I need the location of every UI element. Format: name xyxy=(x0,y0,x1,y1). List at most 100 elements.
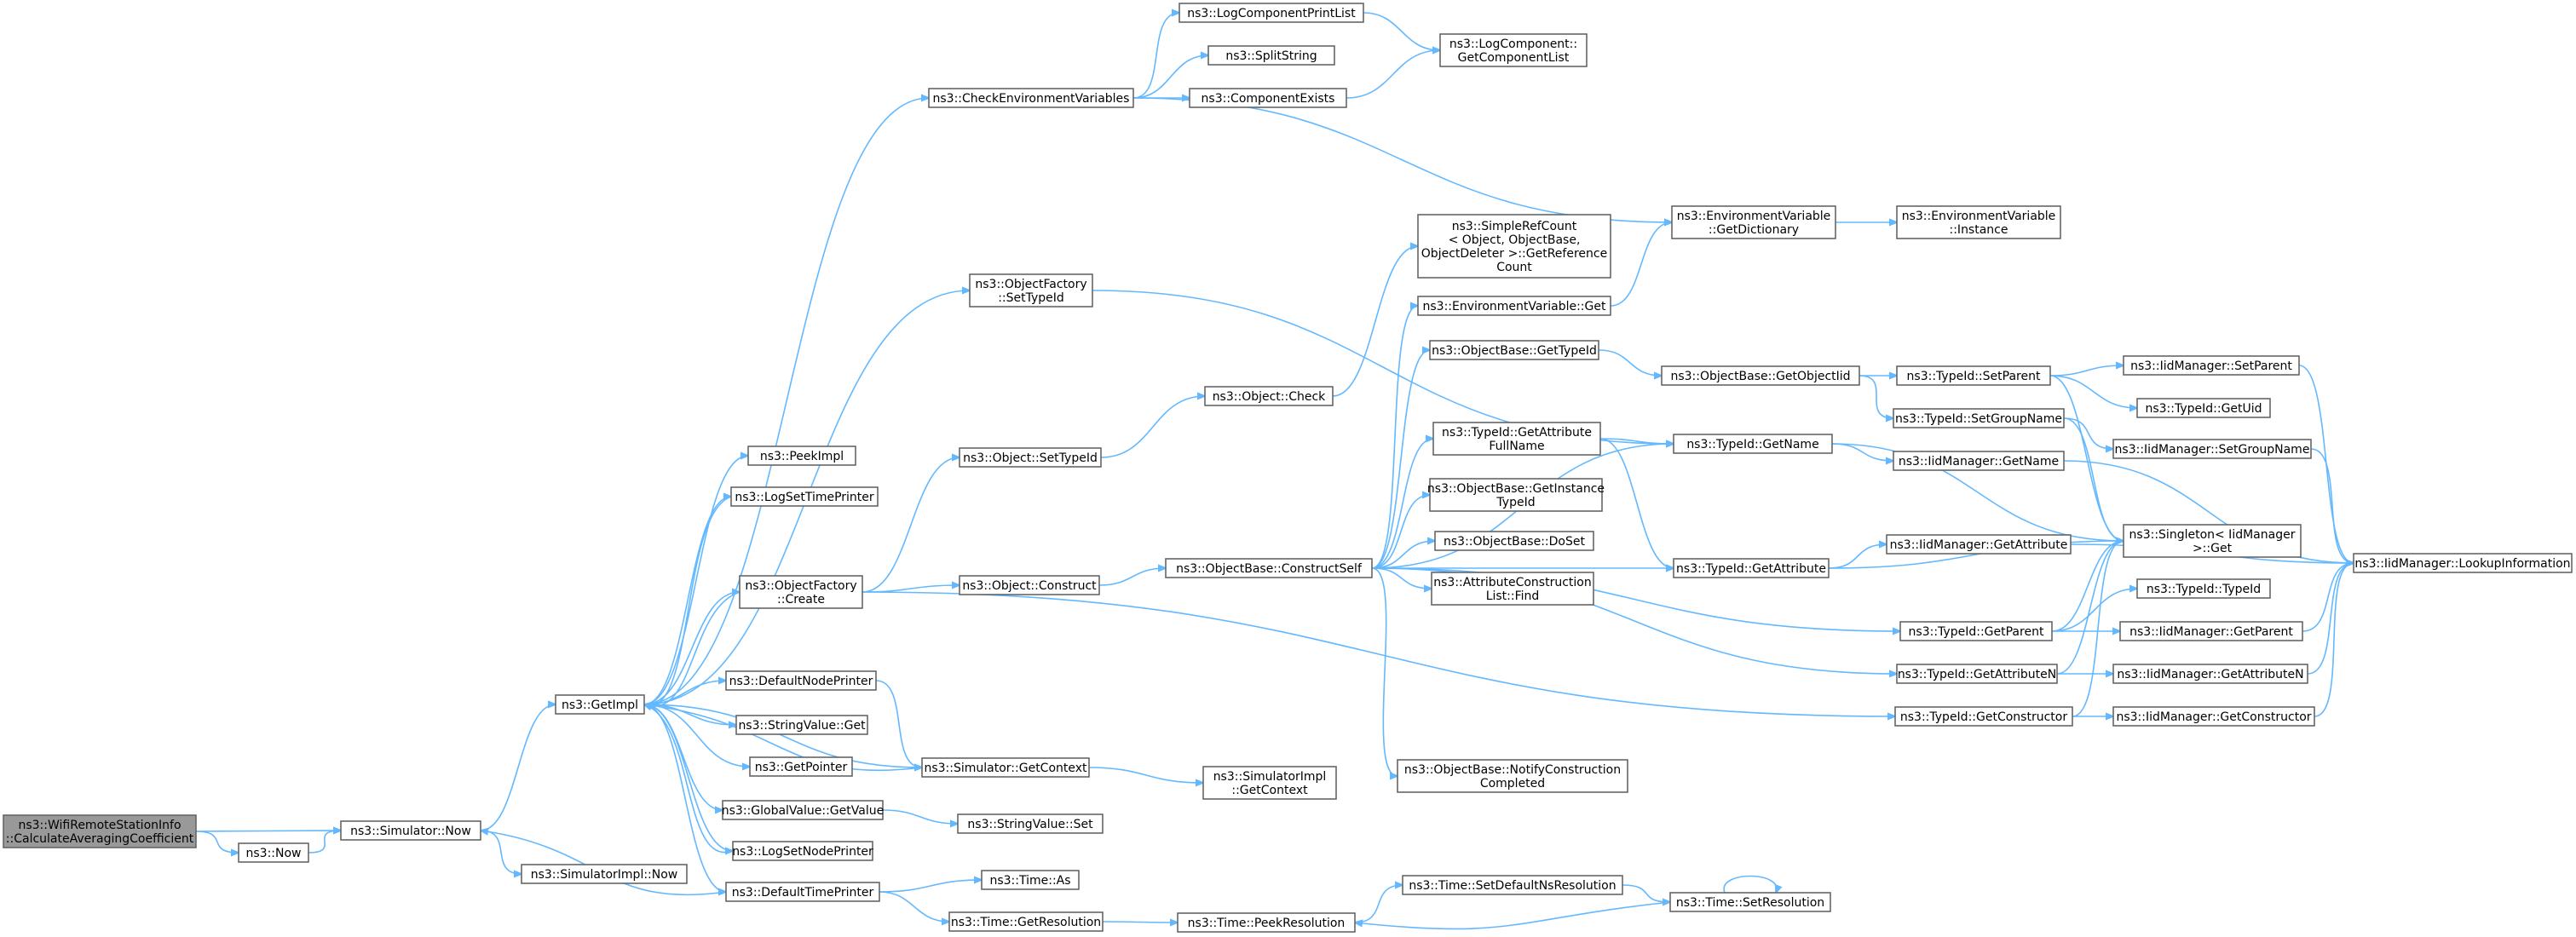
node-obdoset[interactable]: ns3::ObjectBase::DoSet xyxy=(1434,531,1594,551)
node-typeidgetconstructor[interactable]: ns3::TypeId::GetConstructor xyxy=(1894,706,2073,727)
node-label: < Object, ObjectBase, xyxy=(1449,233,1581,247)
edge-iidsetgroupname-to-iidlookup xyxy=(2310,448,2354,563)
edge-getimpl-to-peekimpl xyxy=(643,456,748,705)
node-compexists[interactable]: ns3::ComponentExists xyxy=(1189,88,1347,108)
node-label: ns3::ObjectBase::DoSet xyxy=(1444,535,1585,549)
node-label: ::Instance xyxy=(1950,223,2008,237)
node-typeidgetname[interactable]: ns3::TypeId::GetName xyxy=(1673,434,1833,454)
edge-getimpl-to-getpointer xyxy=(643,704,750,767)
edge-root-to-now xyxy=(195,831,239,853)
node-box xyxy=(957,813,1104,834)
node-envinstance[interactable]: ns3::EnvironmentVariable::Instance xyxy=(1896,205,2061,239)
node-logsetnodeprinter[interactable]: ns3::LogSetNodePrinter xyxy=(732,841,873,861)
node-iidsetparent[interactable]: ns3::IidManager::SetParent xyxy=(2123,355,2300,376)
node-simplerefcount[interactable]: ns3::SimpleRefCount< Object, ObjectBase,… xyxy=(1417,214,1611,279)
edge-now-to-simnow xyxy=(308,831,341,854)
node-box xyxy=(1204,386,1334,406)
node-label: ns3::Time::SetResolution xyxy=(1676,896,1824,910)
node-logsettimeprinter[interactable]: ns3::LogSetTimePrinter xyxy=(730,486,879,507)
node-root[interactable]: ns3::WifiRemoteStationInfo::CalculateAve… xyxy=(3,814,197,848)
node-box xyxy=(1671,205,1836,239)
node-envgetdict[interactable]: ns3::EnvironmentVariable::GetDictionary xyxy=(1671,205,1836,239)
node-timepeekres[interactable]: ns3::Time::PeekResolution xyxy=(1177,912,1356,933)
edge-defaulttimeprinter-to-simnow xyxy=(481,831,727,896)
node-label: ns3::TypeId::GetParent xyxy=(1909,625,2044,639)
node-typeidgetattribute[interactable]: ns3::TypeId::GetAttribute xyxy=(1673,558,1830,578)
node-box xyxy=(1165,558,1373,578)
node-timesetres[interactable]: ns3::Time::SetResolution xyxy=(1669,892,1831,912)
node-peekimpl[interactable]: ns3::PeekImpl xyxy=(747,446,856,466)
node-splitstring[interactable]: ns3::SplitString xyxy=(1207,45,1335,66)
node-label: TypeId xyxy=(1495,496,1535,509)
node-obgetobjectiid[interactable]: ns3::ObjectBase::GetObjectIid xyxy=(1661,365,1860,386)
edge-checkenv-to-envgetdict xyxy=(1132,97,1672,222)
node-singletonget[interactable]: ns3::Singleton< IidManager>::Get xyxy=(2123,524,2302,558)
node-iidgetname[interactable]: ns3::IidManager::GetName xyxy=(1893,451,2065,471)
node-checkenv[interactable]: ns3::CheckEnvironmentVariables xyxy=(928,88,1134,108)
node-box xyxy=(2353,553,2573,573)
node-label: ns3::EnvironmentVariable xyxy=(1677,210,1831,223)
node-timegetres[interactable]: ns3::Time::GetResolution xyxy=(948,911,1104,932)
node-simimplnow[interactable]: ns3::SimulatorImpl::Now xyxy=(521,864,688,884)
node-getimpl[interactable]: ns3::GetImpl xyxy=(555,694,645,715)
node-typeidgetattributen[interactable]: ns3::TypeId::GetAttributeN xyxy=(1896,664,2058,684)
node-label: ns3::IidManager::SetParent xyxy=(2130,359,2292,373)
node-iidgetconstructor[interactable]: ns3::IidManager::GetConstructor xyxy=(2112,706,2315,727)
node-typeidsetparent[interactable]: ns3::TypeId::SetParent xyxy=(1896,365,2051,386)
node-simimplgetcontext[interactable]: ns3::SimulatorImpl::GetContext xyxy=(1202,766,1337,800)
node-obgettypeid[interactable]: ns3::ObjectBase::GetTypeId xyxy=(1429,340,1599,360)
node-typeidsetgroupname[interactable]: ns3::TypeId::SetGroupName xyxy=(1893,408,2065,428)
node-stringvalueget[interactable]: ns3::StringValue::Get xyxy=(735,715,868,735)
node-ofcreate[interactable]: ns3::ObjectFactory::Create xyxy=(739,575,863,609)
node-label: ns3::IidManager::SetGroupName xyxy=(2115,443,2310,457)
node-logcompgetlist[interactable]: ns3::LogComponent::GetComponentList xyxy=(1439,33,1588,67)
node-label: ::GetContext xyxy=(1231,784,1308,797)
node-ofsettypeid[interactable]: ns3::ObjectFactory::SetTypeId xyxy=(969,273,1093,308)
node-getpointer[interactable]: ns3::GetPointer xyxy=(749,756,853,777)
node-timeas[interactable]: ns3::Time::As xyxy=(981,870,1080,890)
node-iidsetgroupname[interactable]: ns3::IidManager::SetGroupName xyxy=(2112,439,2312,459)
node-label: List::Find xyxy=(1486,589,1540,603)
node-now[interactable]: ns3::Now xyxy=(238,842,309,863)
node-objcheck[interactable]: ns3::Object::Check xyxy=(1204,386,1334,406)
node-label: ::CalculateAveragingCoefficient xyxy=(6,832,194,846)
node-typeidgetuid[interactable]: ns3::TypeId::GetUid xyxy=(2136,398,2271,418)
node-label: ns3::TypeId::GetAttributeN xyxy=(1898,668,2056,681)
node-timesetdefaultns[interactable]: ns3::Time::SetDefaultNsResolution xyxy=(1402,875,1623,895)
node-box xyxy=(1429,340,1599,360)
node-box xyxy=(1896,664,2058,684)
node-label: ns3::SimpleRefCount xyxy=(1452,220,1577,233)
node-defaultnodeprinter[interactable]: ns3::DefaultNodePrinter xyxy=(725,670,877,691)
node-envget[interactable]: ns3::EnvironmentVariable::Get xyxy=(1417,296,1611,316)
edge-timepeekres-to-timesetdefaultns xyxy=(1354,885,1403,923)
edge-logcompprint-to-logcompgetlist xyxy=(1363,12,1440,50)
node-box xyxy=(1673,434,1833,454)
node-box xyxy=(749,756,853,777)
node-objsettypeid[interactable]: ns3::Object::SetTypeId xyxy=(959,447,1102,468)
node-iidgetattributen[interactable]: ns3::IidManager::GetAttributeN xyxy=(2112,664,2308,684)
node-typeidgetparent[interactable]: ns3::TypeId::GetParent xyxy=(1899,621,2053,641)
node-simnow[interactable]: ns3::Simulator::Now xyxy=(340,820,481,841)
node-iidlookup[interactable]: ns3::IidManager::LookupInformation xyxy=(2353,553,2573,573)
node-obnotifyconstruction[interactable]: ns3::ObjectBase::NotifyConstructionCompl… xyxy=(1397,759,1628,793)
edge-globalvalueget-to-stringvalueset xyxy=(882,809,958,824)
node-objconstruct[interactable]: ns3::Object::Construct xyxy=(959,575,1100,595)
node-constructself[interactable]: ns3::ObjectBase::ConstructSelf xyxy=(1165,558,1373,578)
node-label: Count xyxy=(1496,261,1532,274)
node-stringvalueset[interactable]: ns3::StringValue::Set xyxy=(957,813,1104,834)
node-simgetcontext[interactable]: ns3::Simulator::GetContext xyxy=(921,757,1090,778)
edge-typeidgetattribute-to-singletonget xyxy=(1828,541,2124,569)
node-typeidtypeid[interactable]: ns3::TypeId::TypeId xyxy=(2136,578,2271,599)
node-logcompprint[interactable]: ns3::LogComponentPrintList xyxy=(1179,3,1364,23)
node-label: ns3::Simulator::GetContext xyxy=(924,762,1087,775)
node-iidgetparent[interactable]: ns3::IidManager::GetParent xyxy=(2119,621,2303,641)
node-defaulttimeprinter[interactable]: ns3::DefaultTimePrinter xyxy=(725,882,880,902)
node-globalvalueget[interactable]: ns3::GlobalValue::GetValue xyxy=(722,800,884,820)
edge-typeidsetparent-to-iidsetparent xyxy=(2049,365,2124,377)
edge-iidgetparent-to-iidlookup xyxy=(2302,563,2354,632)
node-iidgetattribute[interactable]: ns3::IidManager::GetAttribute xyxy=(1886,534,2072,555)
edge-defaulttimeprinter-to-timegetres xyxy=(879,891,949,922)
